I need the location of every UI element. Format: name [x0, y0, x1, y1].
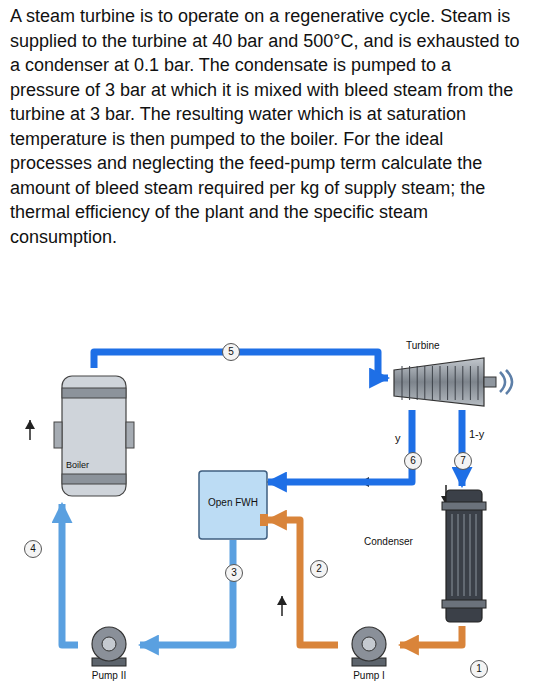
node-label: Pump II — [78, 670, 140, 681]
pump-shape — [78, 622, 140, 694]
callout-number: 2 — [310, 560, 328, 578]
callout-number-holder: 5 — [222, 343, 240, 361]
condenser-shape — [362, 486, 488, 626]
pipe — [62, 504, 78, 645]
pipe — [459, 410, 466, 486]
pump-shape — [338, 622, 400, 694]
condenser: Condenser — [362, 486, 488, 626]
callout-number: 1 — [470, 660, 488, 678]
pump: Pump I — [338, 622, 400, 694]
problem-text: A steam turbine is to operate on a regen… — [10, 4, 525, 249]
callout-number-holder: 6 — [404, 452, 422, 470]
callout-number: 5 — [222, 343, 240, 361]
callout-number-holder: 4 — [24, 540, 42, 558]
turbine: Turbine — [388, 340, 520, 410]
pipe — [94, 352, 388, 378]
callout-number: 6 — [404, 452, 422, 470]
flow-fraction: y — [394, 432, 402, 444]
flow-fraction: 1-y — [468, 428, 485, 440]
callout-number: 3 — [225, 564, 243, 582]
callout-number-holder: 3 — [225, 564, 243, 582]
pipe — [268, 520, 338, 645]
callout-number-holder: 7 — [454, 452, 472, 470]
callout-number-holder: 2 — [310, 560, 328, 578]
pump: Pump II — [78, 622, 140, 694]
boiler: Boiler — [52, 368, 136, 504]
callout-number-holder: 1 — [470, 660, 488, 678]
callout-number: 7 — [454, 452, 472, 470]
node-label: Boiler — [66, 460, 150, 470]
callout-number: 4 — [24, 540, 42, 558]
problem-text-holder: A steam turbine is to operate on a regen… — [10, 4, 525, 249]
flow-fraction-holder: y — [394, 432, 402, 444]
feedwater-heater: Open FWH — [198, 470, 268, 540]
node-label: Open FWH — [198, 497, 268, 508]
pipe — [140, 540, 233, 645]
pipe — [400, 626, 462, 645]
node-label: Turbine — [406, 340, 533, 351]
node-label: Condenser — [364, 536, 490, 547]
pipe — [268, 410, 412, 482]
node-label: Pump I — [338, 670, 400, 681]
boiler-shape — [52, 368, 136, 504]
flow-fraction-holder: 1-y — [468, 428, 485, 440]
